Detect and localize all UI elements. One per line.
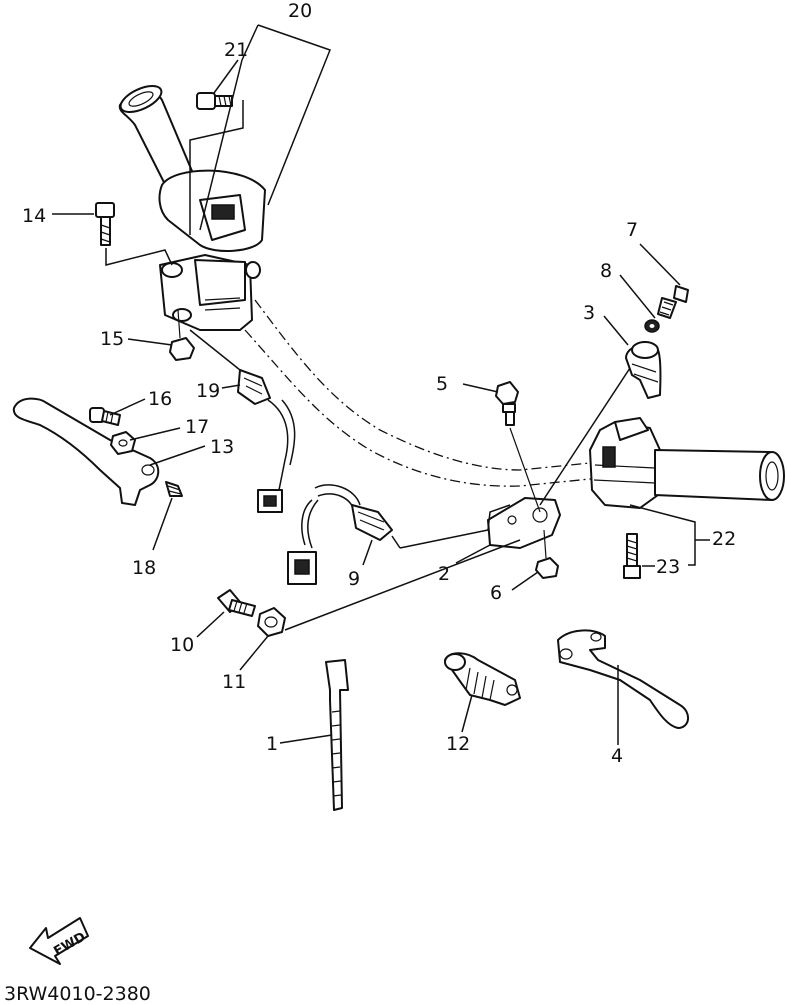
part-label-3: 3 [583, 302, 595, 324]
bolt-5 [495, 381, 541, 513]
part-label-2: 2 [438, 563, 450, 585]
throttle-housing [158, 169, 266, 252]
part-label-10: 10 [170, 634, 194, 656]
part-label-12: 12 [446, 733, 470, 755]
part-label-15: 15 [100, 328, 124, 350]
right-switch-housing [589, 417, 661, 509]
clamp-12 [444, 652, 521, 706]
screw-23 [623, 533, 641, 579]
part-label-4: 4 [611, 745, 623, 767]
nut-6 [535, 529, 559, 579]
nut-15 [169, 309, 195, 361]
bracket-20 [199, 24, 331, 231]
part-label-21: 21 [224, 39, 248, 61]
part-label-11: 11 [222, 671, 246, 693]
part-label-9: 9 [348, 568, 360, 590]
clamp-3 [539, 341, 662, 506]
clutch-switch-9 [287, 484, 401, 585]
bolt-10 [217, 589, 256, 617]
brake-switch-19 [189, 329, 296, 513]
part-label-13: 13 [210, 436, 234, 458]
part-label-22: 22 [712, 528, 736, 550]
screw-18 [165, 481, 183, 497]
part-labels: 1 2 3 4 5 6 7 8 9 10 11 12 13 14 15 16 1… [22, 0, 736, 767]
master-cylinder [159, 254, 261, 331]
nut-17 [110, 431, 136, 455]
brake-lever-13 [12, 397, 160, 506]
part-label-7: 7 [626, 219, 638, 241]
right-grip [654, 449, 785, 501]
bolt-14 [95, 202, 173, 266]
part-label-6: 6 [490, 582, 502, 604]
cable-tie-1 [325, 659, 349, 811]
diagram-code: 3RW4010-2380 [4, 983, 151, 1005]
leader-lines [52, 59, 710, 745]
part-label-17: 17 [185, 416, 209, 438]
washer-8 [644, 319, 660, 333]
part-label-19: 19 [196, 380, 220, 402]
part-label-14: 14 [22, 205, 46, 227]
part-label-1: 1 [266, 733, 278, 755]
part-label-18: 18 [132, 557, 156, 579]
part-label-5: 5 [436, 373, 448, 395]
bolt-16 [89, 407, 121, 426]
part-label-8: 8 [600, 260, 612, 282]
part-label-16: 16 [148, 388, 172, 410]
fwd-arrow-icon: FWD [29, 917, 89, 965]
nut-11 [257, 607, 286, 637]
part-label-20: 20 [288, 0, 312, 22]
clutch-lever-4 [557, 629, 689, 729]
bracket-2 [284, 497, 561, 631]
handlebar-outline [244, 299, 601, 487]
screw-21 [189, 92, 244, 235]
bolt-7 [657, 285, 689, 319]
part-label-23: 23 [656, 556, 680, 578]
